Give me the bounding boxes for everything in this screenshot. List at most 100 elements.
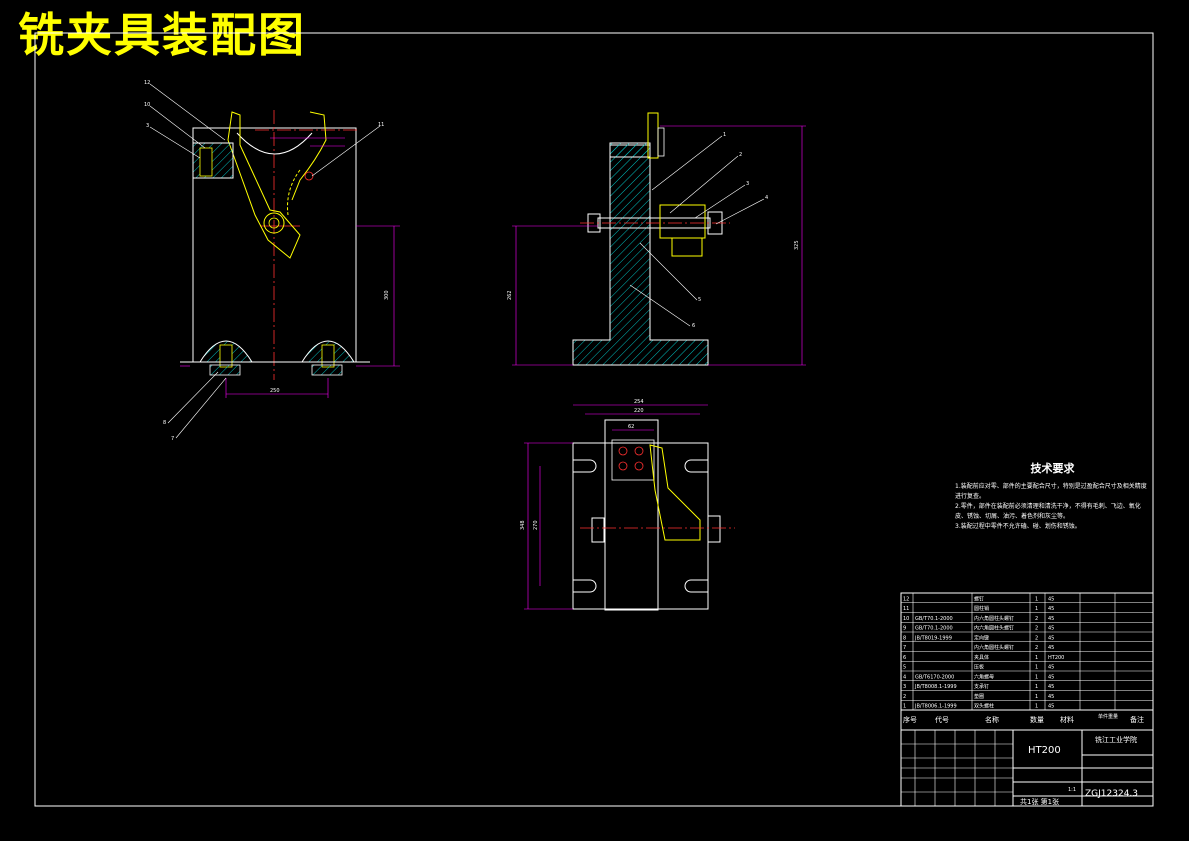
part-name: 压板 (974, 664, 984, 671)
front-arc-cutout (236, 132, 313, 155)
part-no: 9 (903, 626, 906, 632)
sheet-info: 共1张 第1张 (1020, 797, 1059, 806)
dim-side-right: 325 (794, 240, 800, 250)
outer-frame (34, 32, 1154, 807)
part-no: 1 (903, 704, 906, 710)
front-view: 12 10 3 11 8 7 250 300 (144, 80, 400, 442)
part-qty: 1 (1035, 684, 1038, 690)
part-qty: 2 (1035, 616, 1038, 622)
part-material: 45 (1048, 635, 1054, 641)
leader-label: 11 (378, 122, 384, 128)
leader-label: 5 (698, 297, 701, 303)
part-qty: 1 (1035, 665, 1038, 671)
header-qty: 数量 (1030, 715, 1044, 724)
dim-bottom: 250 (270, 388, 280, 394)
header-name: 名称 (985, 715, 999, 724)
dim-side-left: 262 (507, 290, 513, 300)
leader-label: 4 (765, 195, 768, 201)
part-name: 螺钉 (974, 595, 984, 602)
scale-value: 1:1 (1068, 787, 1076, 793)
part-qty: 1 (1035, 655, 1038, 661)
part-code: GB/T6170-2000 (915, 674, 954, 680)
part-qty: 1 (1035, 606, 1038, 612)
part-qty: 2 (1035, 626, 1038, 632)
part-material: HT200 (1048, 655, 1064, 661)
top-view: 254 220 62 348 270 (520, 399, 735, 611)
part-code: GB/T70.1-2000 (915, 626, 953, 632)
side-view: 1 2 3 4 5 6 262 325 (507, 112, 806, 366)
tech-item: 1.装配前应对零、部件的主要配合尺寸，特别是过盈配合尺寸及相关精度进行复查。 (955, 483, 1147, 500)
leader-label: 3 (146, 123, 149, 129)
part-name: 双头螺柱 (974, 703, 994, 710)
part-qty: 2 (1035, 645, 1038, 651)
header-code: 代号 (935, 715, 949, 724)
part-no: 8 (903, 635, 906, 641)
top-clamp (649, 444, 701, 541)
leader-label: 10 (144, 102, 150, 108)
drawing-title: 铣夹具装配图 (18, 8, 306, 62)
tech-heading: 技术要求 (1030, 462, 1075, 475)
part-name: 夹具体 (974, 654, 989, 661)
header-material: 材料 (1060, 715, 1074, 724)
dim-right: 300 (384, 290, 390, 300)
part-qty: 2 (1035, 635, 1038, 641)
dim-top-small: 62 (628, 424, 634, 430)
school-name: 铣江工业学院 (1095, 735, 1137, 744)
part-material: 45 (1048, 606, 1054, 612)
part-no: 4 (903, 674, 906, 680)
part-material: 45 (1048, 596, 1054, 602)
side-top-bar (609, 142, 651, 158)
drawing-number: ZGJ12324.3 (1085, 789, 1138, 799)
tech-item: 2.零件，部件在装配前必须清理和清洗干净，不得有毛刺、飞边、氧化皮、锈蚀、切屑、… (955, 503, 1141, 520)
part-name: 定向键 (974, 634, 989, 641)
dim-top-inner: 220 (634, 408, 644, 414)
part-no: 5 (903, 665, 906, 671)
part-material: 45 (1048, 684, 1054, 690)
top-column (604, 419, 659, 611)
technical-requirements: 技术要求 1.装配前应对零、部件的主要配合尺寸，特别是过盈配合尺寸及相关精度进行… (955, 460, 1150, 532)
material-label: HT200 (1028, 745, 1061, 756)
part-material: 45 (1048, 626, 1054, 632)
part-material: 45 (1048, 616, 1054, 622)
part-no: 3 (903, 684, 906, 690)
part-material: 45 (1048, 645, 1054, 651)
top-base (572, 442, 709, 610)
part-material: 45 (1048, 665, 1054, 671)
part-code: GB/T70.1-2000 (915, 616, 953, 622)
part-name: 内六角圆柱头螺钉 (974, 644, 1014, 651)
part-code: JB/T8019-1999 (914, 635, 952, 641)
part-qty: 1 (1035, 596, 1038, 602)
part-qty: 1 (1035, 704, 1038, 710)
dim-top-outer: 254 (634, 399, 644, 405)
part-no: 7 (903, 645, 906, 651)
side-body (572, 144, 709, 366)
header-note: 备注 (1130, 715, 1144, 724)
front-small-hole (304, 171, 314, 181)
part-code: JB/T8008.1-1999 (914, 684, 957, 690)
part-name: 内六角圆柱头螺钉 (974, 625, 1014, 632)
leader-label: 6 (692, 323, 695, 329)
part-name: 垫圈 (974, 693, 984, 700)
leader-label: 2 (739, 152, 742, 158)
part-material: 45 (1048, 694, 1054, 700)
side-clamp (659, 204, 706, 239)
leader-label: 8 (163, 420, 166, 426)
part-qty: 1 (1035, 694, 1038, 700)
leader-label: 12 (144, 80, 150, 86)
part-no: 2 (903, 694, 906, 700)
part-name: 圆柱销 (974, 605, 989, 612)
front-clamp-block (192, 142, 234, 179)
parts-header: 序号 代号 名称 数量 材料 单件重量 备注 (903, 713, 1144, 724)
part-qty: 1 (1035, 674, 1038, 680)
part-material: 45 (1048, 674, 1054, 680)
part-name: 内六角圆柱头螺钉 (974, 615, 1014, 622)
part-code: JB/T8006.1-1999 (914, 704, 957, 710)
leader-label: 3 (746, 181, 749, 187)
part-no: 12 (903, 596, 909, 602)
part-no: 6 (903, 655, 906, 661)
front-bore (263, 212, 285, 234)
part-no: 10 (903, 616, 909, 622)
